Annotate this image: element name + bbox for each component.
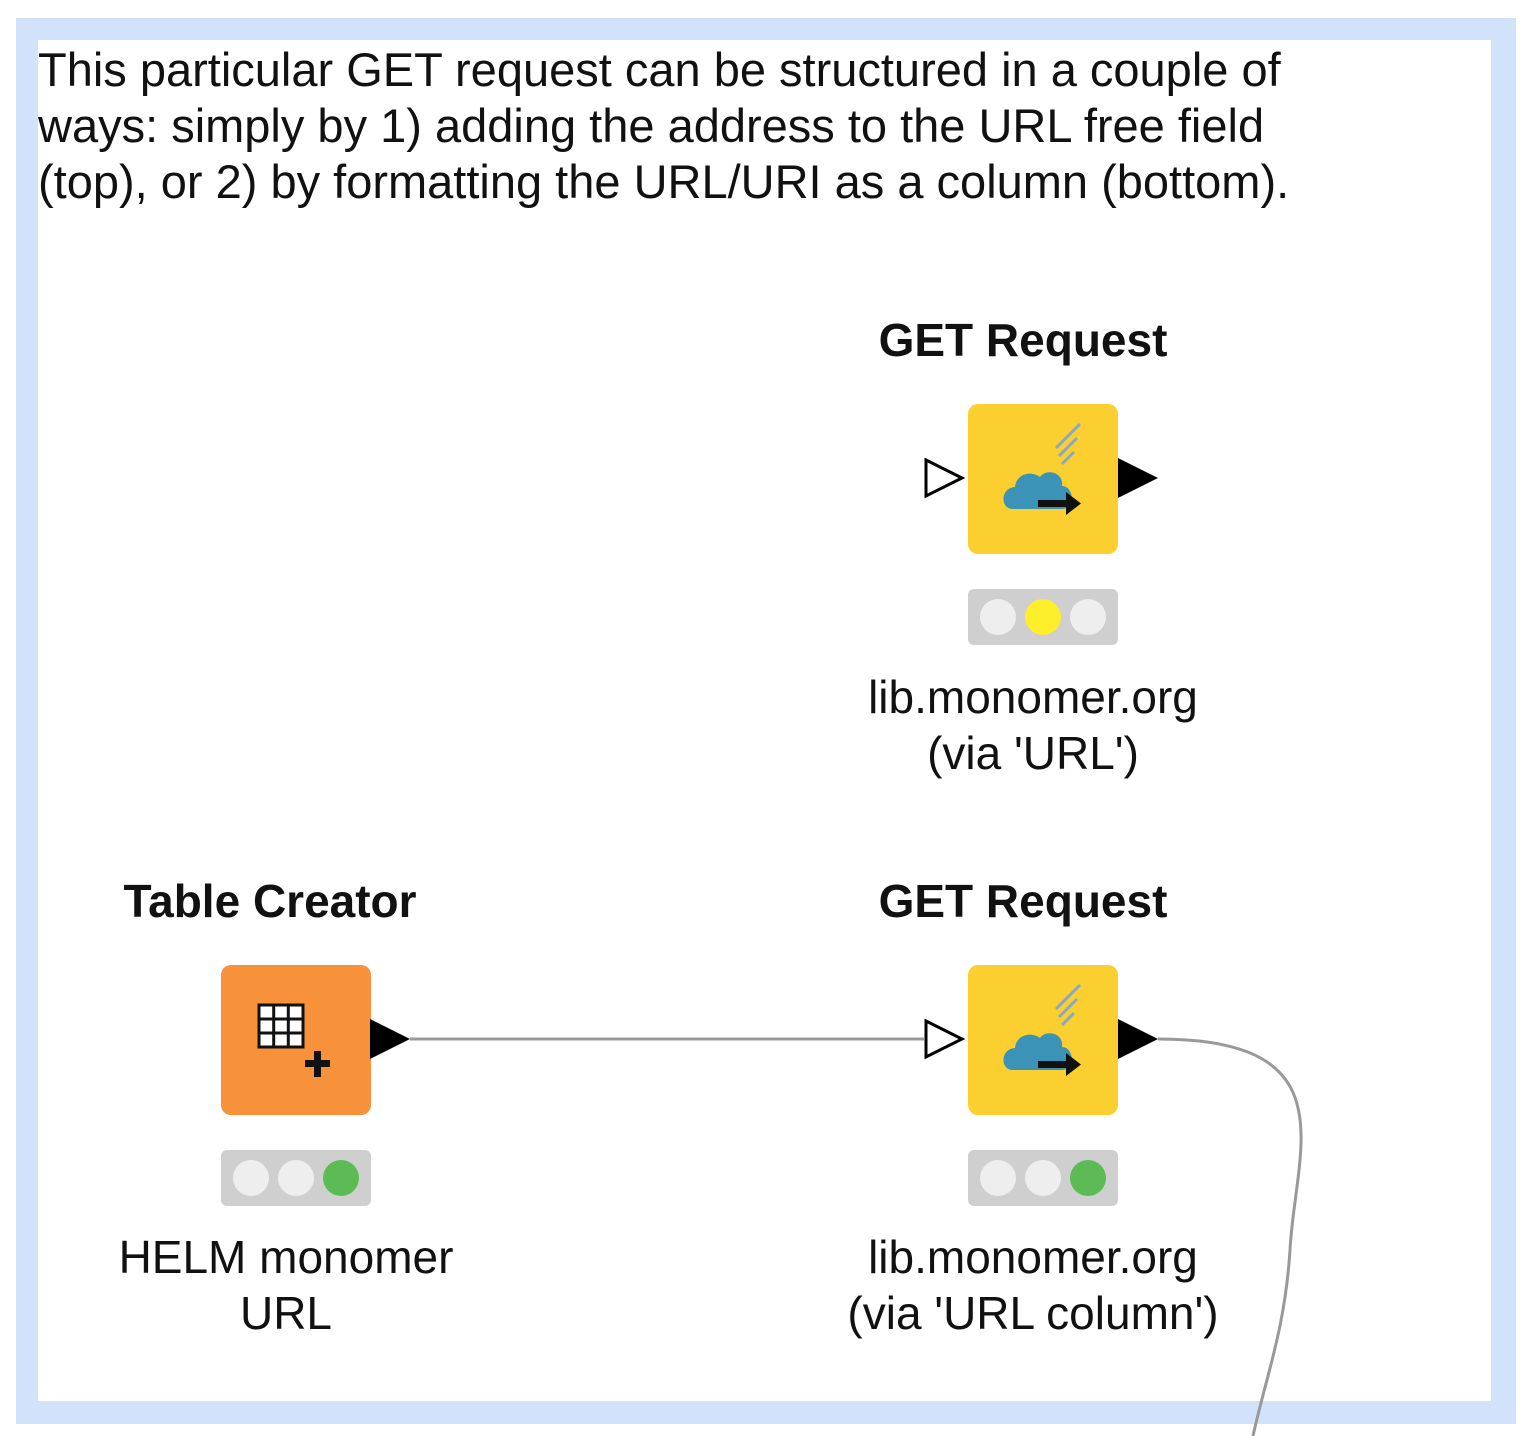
status-light-red [233, 1160, 269, 1196]
status-light-red [980, 599, 1016, 635]
node-label-line2[interactable]: (via 'URL column') [847, 1287, 1219, 1339]
output-port-icon[interactable] [1116, 1017, 1160, 1061]
node-body[interactable] [968, 404, 1118, 554]
node-body[interactable] [968, 965, 1118, 1115]
status-light-red [980, 1160, 1016, 1196]
annotation-text: This particular GET request can be struc… [38, 43, 1290, 208]
status-light-yellow [278, 1160, 314, 1196]
status-light-green [323, 1160, 359, 1196]
status-traffic-light [968, 589, 1118, 645]
node-label-line1[interactable]: HELM monomer [118, 1231, 454, 1283]
status-light-yellow [1025, 1160, 1061, 1196]
output-port-icon[interactable] [1116, 456, 1160, 500]
node-body[interactable] [221, 965, 371, 1115]
output-port-icon[interactable] [368, 1017, 412, 1061]
node-label-line2[interactable]: (via 'URL') [927, 727, 1139, 779]
cloud-arrow-icon [1003, 422, 1082, 515]
input-port-icon[interactable] [922, 1017, 966, 1061]
status-traffic-light [221, 1150, 371, 1206]
status-light-yellow [1025, 599, 1061, 635]
node-title: Table Creator [123, 875, 417, 927]
status-traffic-light [968, 1150, 1118, 1206]
node-label-line1[interactable]: lib.monomer.org [868, 1231, 1198, 1283]
status-light-green [1070, 1160, 1106, 1196]
cloud-arrow-icon [1003, 983, 1082, 1076]
table-plus-icon [257, 1003, 330, 1077]
node-title: GET Request [878, 875, 1168, 927]
node-label-line2[interactable]: URL [239, 1287, 333, 1339]
node-title: GET Request [878, 314, 1168, 366]
status-light-green [1070, 599, 1106, 635]
node-label-line1[interactable]: lib.monomer.org [868, 671, 1198, 723]
input-port-icon[interactable] [922, 456, 966, 500]
